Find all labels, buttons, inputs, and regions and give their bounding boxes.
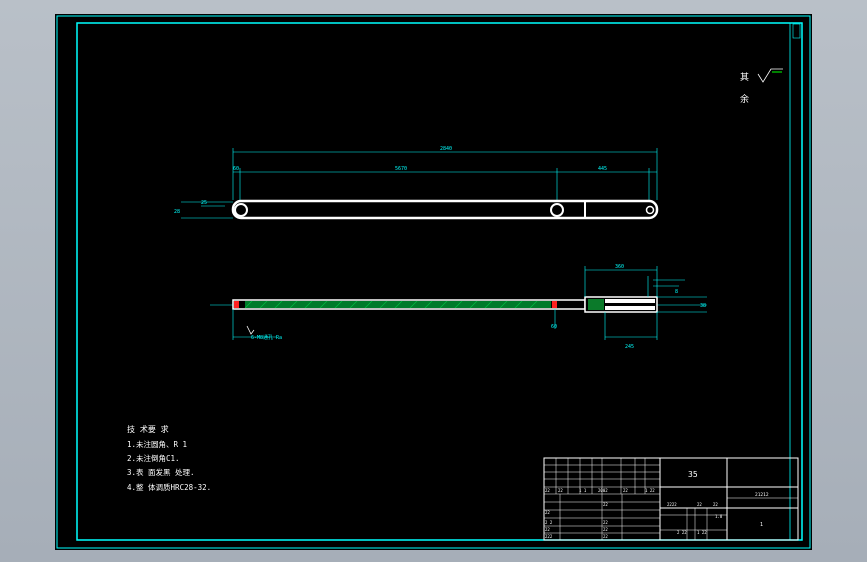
dim-pitch: 5670 (395, 166, 407, 172)
technical-requirements: 技 术要 求 1.未注圆角、R 1 2.未注倒角C1. 3.表 面发黑 处理. … (127, 424, 211, 492)
title-block-cell: 2002 (598, 488, 608, 493)
finish-label-bottom: 余 (740, 93, 749, 105)
title-block-drawing-code: 21212 (755, 492, 769, 498)
tech-req-title: 技 术要 求 (127, 424, 169, 434)
title-block-cell: 22 (603, 502, 608, 507)
dim-right-small: 8 (675, 289, 678, 295)
dim-section-note: 6-M8通孔 Ra (251, 334, 282, 341)
title-block-cell: 22 (545, 510, 550, 515)
dim-overall-length: 2840 (440, 146, 452, 152)
title-block-cell: 2 22 (677, 530, 687, 535)
tech-req-item: 1.未注圆角、R 1 (127, 439, 187, 449)
title-block-cell: 22 (713, 502, 718, 507)
title-block-cell: 2 2 (545, 520, 553, 525)
title-block-cell: 22 (697, 502, 702, 507)
drawing-sheet: 其 余 2840 60 5670 445 28 25 (56, 15, 811, 549)
tech-req-item: 2.未注倒角C1. (127, 453, 180, 463)
title-block-cell: 22 (623, 488, 628, 493)
dim-right-height: 38 (700, 303, 706, 309)
part-top-view (181, 148, 659, 220)
dim-section-top: 360 (615, 264, 624, 270)
title-block-cell: 22 (545, 488, 550, 493)
title-block (543, 457, 799, 541)
title-block-cell: 22 (603, 527, 608, 532)
dim-left-offset: 60 (233, 166, 239, 172)
title-block-cell: 1 22 (697, 530, 707, 535)
title-block-cell: 22 (558, 488, 563, 493)
dim-right-segment: 445 (598, 166, 607, 172)
dim-height: 28 (174, 209, 180, 215)
sheet-outer-border (56, 15, 811, 549)
sheet-inner-border (76, 22, 803, 541)
title-block-cell: 1.8 (715, 514, 723, 519)
title-block-cell: 1 1 (579, 488, 587, 493)
part-section-view (210, 266, 707, 340)
title-block-cell: 22 (545, 527, 550, 532)
cad-drawing-canvas[interactable]: 其 余 2840 60 5670 445 28 25 (55, 14, 812, 550)
roughness-symbol-icon (757, 68, 783, 83)
title-block-material: 35 (688, 470, 698, 479)
tech-req-item: 3.表 面发黑 处理. (127, 467, 195, 477)
title-block-cell: 1 22 (645, 488, 655, 493)
finish-label-top: 其 (740, 72, 749, 83)
title-block-cell: 22 (603, 534, 608, 539)
title-block-cell: 2222 (667, 502, 677, 507)
title-block-company: 1 (760, 522, 763, 528)
title-block-cell: 222 (545, 534, 553, 539)
sheet-corner-mark (792, 23, 801, 39)
dim-left-hole: 25 (201, 200, 207, 206)
title-block-cell: 22 (603, 520, 608, 525)
dim-section-bottom: 245 (625, 344, 634, 350)
tech-req-item: 4.整 体调质HRC28-32. (127, 482, 211, 492)
dim-section-small: 60 (551, 324, 557, 330)
